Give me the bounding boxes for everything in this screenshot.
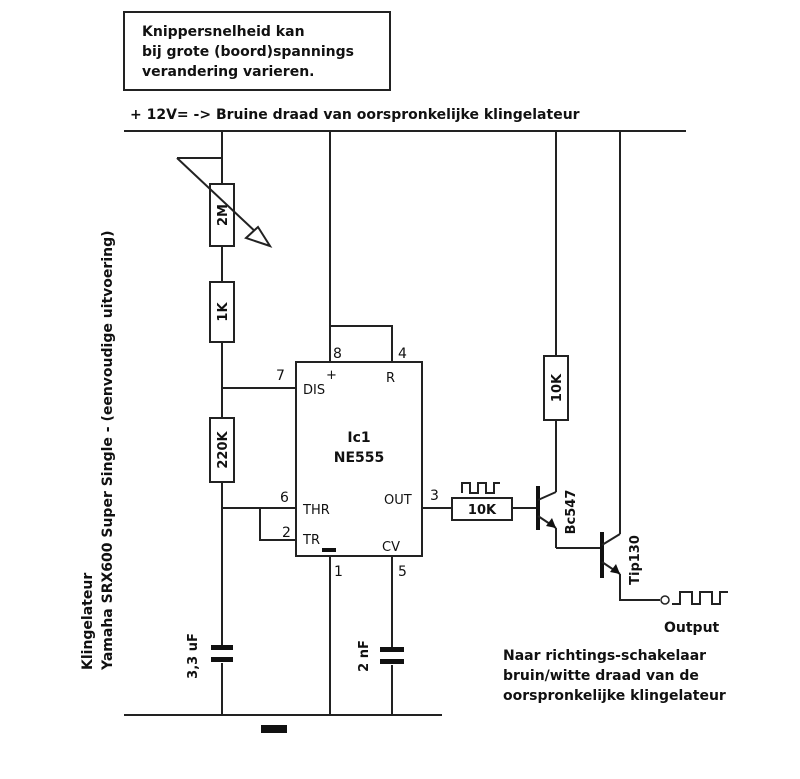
wire-tr bbox=[259, 508, 296, 541]
note-line-3: verandering varieren. bbox=[142, 64, 314, 80]
resistor-collector: 10K bbox=[543, 355, 569, 421]
pin-label-dis: DIS bbox=[303, 383, 325, 398]
label-r-pot: 2M bbox=[216, 204, 231, 226]
output-label: Output bbox=[664, 620, 720, 636]
ic-ne555: DIS R + THR TR OUT CV Ic1 NE555 7 8 4 6 … bbox=[276, 346, 439, 580]
label-c-timing: 3,3 uF bbox=[186, 633, 201, 679]
note-box: Knippersnelheid kan bij grote (boord)spa… bbox=[123, 11, 391, 91]
label-r-collector: 10K bbox=[550, 373, 565, 402]
pin-label-cv: CV bbox=[382, 540, 400, 555]
ground-symbol bbox=[261, 725, 287, 733]
pulse-wave-icon bbox=[461, 482, 500, 494]
wire-pin4-reset bbox=[330, 325, 393, 362]
pin-number-3: 3 bbox=[430, 488, 439, 504]
resistor-pot: 2M bbox=[209, 183, 235, 247]
wire-q2-to-output bbox=[619, 574, 660, 601]
side-label-line-2: Yamaha SRX600 Super Single - (eenvoudige… bbox=[100, 230, 116, 671]
pin-label-r: R bbox=[386, 371, 395, 386]
note-line-2: bij grote (boord)spannings bbox=[142, 44, 354, 60]
label-q1: Bc547 bbox=[564, 490, 579, 535]
resistor-base: 10K bbox=[451, 497, 513, 521]
resistor-r1: 1K bbox=[209, 281, 235, 343]
pin-number-1: 1 bbox=[334, 564, 343, 580]
output-wave-icon bbox=[672, 591, 728, 605]
label-r2: 220K bbox=[216, 430, 231, 468]
label-r1: 1K bbox=[216, 302, 231, 322]
output-terminal-icon bbox=[660, 595, 670, 605]
output-desc-line-2: bruin/witte draad van de bbox=[503, 668, 699, 684]
capacitor-cv: 2 nF bbox=[357, 640, 404, 672]
output-desc-line-1: Naar richtings-schakelaar bbox=[503, 648, 706, 664]
ic-part: NE555 bbox=[334, 450, 385, 466]
label-c-cv: 2 nF bbox=[357, 640, 372, 672]
pin-label-tr: TR bbox=[302, 533, 320, 548]
ic-gnd-mark-icon bbox=[322, 548, 336, 552]
pin-number-5: 5 bbox=[398, 564, 407, 580]
pin-label-vcc-mark: + bbox=[326, 368, 337, 383]
pin-number-6: 6 bbox=[280, 490, 289, 506]
pin-label-thr: THR bbox=[302, 503, 330, 518]
pin-number-7: 7 bbox=[276, 368, 285, 384]
side-label-line-1: Klingelateur bbox=[80, 573, 96, 670]
pin-label-out: OUT bbox=[384, 493, 412, 508]
supply-label: + 12V= -> Bruine draad van oorspronkelij… bbox=[130, 107, 580, 123]
output-desc-line-3: oorspronkelijke klingelateur bbox=[503, 688, 726, 704]
transistor-q2-icon bbox=[600, 532, 621, 578]
capacitor-timing: 3,3 uF bbox=[186, 633, 233, 679]
label-r-base: 10K bbox=[468, 503, 497, 518]
potentiometer-arrow-icon bbox=[176, 157, 273, 248]
pin-number-4: 4 bbox=[398, 346, 407, 362]
note-line-1: Knippersnelheid kan bbox=[142, 24, 305, 40]
pin-number-8: 8 bbox=[333, 346, 342, 362]
label-q2: Tip130 bbox=[628, 535, 643, 585]
ic-name: Ic1 bbox=[347, 430, 370, 446]
pin-number-2: 2 bbox=[282, 525, 291, 541]
resistor-r2: 220K bbox=[209, 417, 235, 483]
transistor-q1-icon bbox=[536, 486, 557, 548]
